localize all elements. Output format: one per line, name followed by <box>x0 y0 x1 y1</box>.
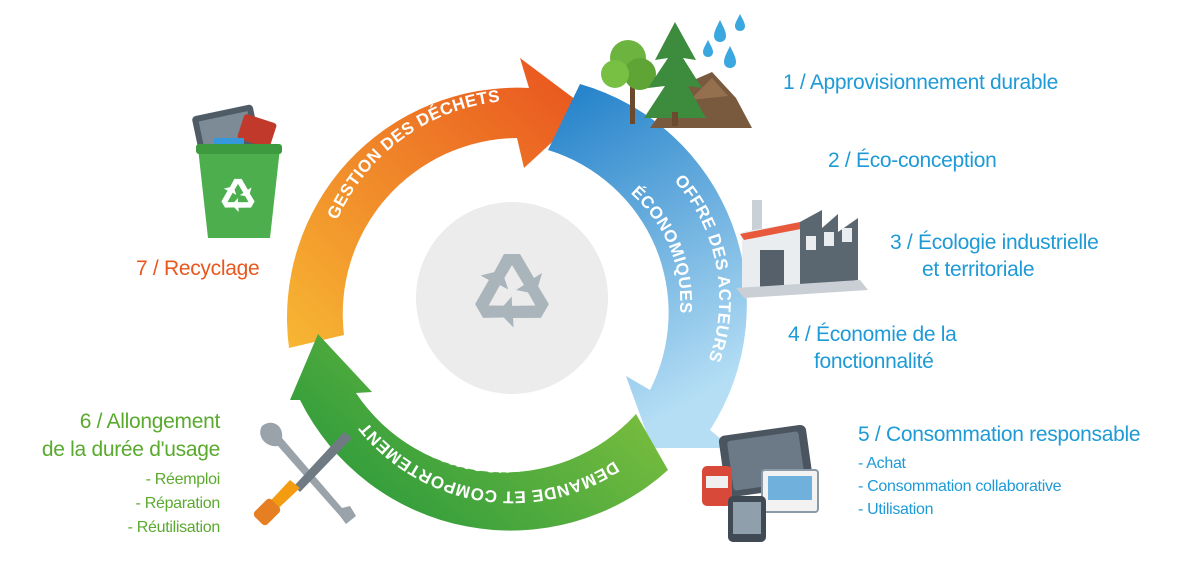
forest-icon <box>601 14 752 128</box>
step-6-line1: 6 / Allongement <box>79 410 221 433</box>
step-5-bullet-3: - Utilisation <box>858 501 934 518</box>
center-disc <box>416 202 608 394</box>
step-6-bullet-3: - Réutilisation <box>127 519 221 536</box>
tools-icon <box>253 422 356 526</box>
step-1-label: 1 / Approvisionnement durable <box>783 71 1058 94</box>
step-6-bullet-2: - Réparation <box>135 495 221 512</box>
recycle-icon <box>475 254 549 328</box>
step-2-label: 2 / Éco-conception <box>828 149 997 172</box>
step-6-bullet-1: - Réemploi <box>145 471 221 488</box>
step-5-label: 5 / Consommation responsable <box>858 423 1141 446</box>
devices-icon <box>702 424 819 542</box>
step-5-bullet-2: - Consommation collaborative <box>858 478 1062 495</box>
arrow-gestion-dechets <box>286 58 588 348</box>
factory-icon <box>736 200 868 298</box>
step-7-label: 7 / Recyclage <box>136 257 260 280</box>
arrow-demande-consommateurs <box>290 334 668 531</box>
recycle-bin-icon <box>192 104 282 238</box>
step-3-line1: 3 / Écologie industrielle <box>890 231 1099 254</box>
step-5-bullet-1: - Achat <box>858 455 906 472</box>
step-4-line2: fonctionnalité <box>814 350 934 373</box>
step-4-line1: 4 / Économie de la <box>788 323 957 346</box>
arrow-offre-acteurs <box>548 84 747 448</box>
step-3-line2: et territoriale <box>922 258 1035 281</box>
step-6-line2: de la durée d'usage <box>41 438 220 461</box>
